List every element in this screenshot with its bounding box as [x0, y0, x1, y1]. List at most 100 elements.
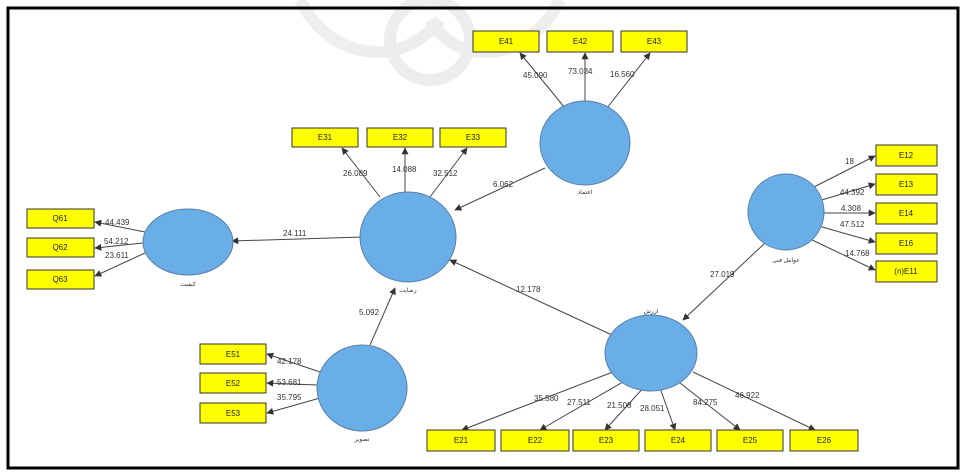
- indicator-label: E25: [743, 436, 758, 445]
- indicator-box[interactable]: [472, 30, 540, 53]
- construct-q[interactable]: [142, 208, 234, 276]
- loading-value: 45.090: [523, 71, 548, 80]
- construct-br[interactable]: [604, 314, 698, 392]
- loading-line: [461, 369, 619, 432]
- indicator-label: Q61: [52, 214, 68, 223]
- indicator-box[interactable]: [546, 30, 614, 53]
- construct-label: عوامل فنی: [772, 257, 799, 264]
- loading-line: [805, 236, 876, 271]
- loading-value: 16.560: [610, 70, 635, 79]
- indicator-box[interactable]: [875, 202, 938, 225]
- loading-line: [606, 52, 651, 109]
- indicator-box[interactable]: [620, 30, 688, 53]
- loading-line: [519, 52, 566, 109]
- loading-line: [429, 147, 468, 198]
- indicator-box[interactable]: [716, 429, 784, 452]
- diagram-frame: [6, 6, 960, 470]
- path-value: 24.111: [283, 229, 307, 238]
- construct-label: تصویر: [354, 437, 370, 443]
- indicator-box[interactable]: [426, 429, 496, 452]
- indicator-label: E26: [817, 436, 832, 445]
- construct-label: ارزش: [644, 308, 659, 315]
- path-value: 12.178: [516, 285, 541, 294]
- loading-line: [814, 182, 876, 203]
- loading-value: 28.051: [640, 404, 665, 413]
- loading-line: [266, 352, 321, 373]
- indicator-box[interactable]: [26, 237, 95, 258]
- loading-line: [266, 397, 321, 415]
- indicator-box[interactable]: [199, 343, 267, 365]
- indicator-box[interactable]: [291, 127, 359, 148]
- path-center-to-q: [231, 236, 364, 245]
- indicator-label: Q63: [52, 275, 68, 284]
- indicator-box[interactable]: [875, 144, 938, 167]
- loading-value: 14.768: [845, 249, 870, 258]
- path-value: 6.062: [493, 180, 514, 189]
- indicator-label: E41: [499, 37, 514, 46]
- indicator-box[interactable]: [789, 429, 859, 452]
- indicator-box[interactable]: [26, 208, 95, 229]
- loading-value: 47.512: [840, 220, 865, 229]
- loading-value: 42.178: [277, 357, 302, 366]
- construct-bl[interactable]: [316, 344, 408, 432]
- path-br-to-center: [449, 259, 613, 336]
- path-right-to-br: [682, 242, 766, 321]
- path-value: 27.019: [710, 270, 735, 279]
- construct-right[interactable]: [747, 173, 825, 251]
- loading-line: [94, 242, 144, 251]
- indicator-label: Q62: [52, 243, 68, 252]
- construct-label: کیفیت: [180, 281, 196, 288]
- loading-value: 14.088: [392, 165, 417, 174]
- indicator-label: E14: [899, 209, 914, 218]
- indicator-box[interactable]: [875, 232, 938, 255]
- loading-value: 44.439: [105, 218, 130, 227]
- construct-center[interactable]: [359, 191, 457, 283]
- loading-value: 4.308: [841, 204, 862, 213]
- indicator-label: E43: [647, 37, 662, 46]
- indicator-box[interactable]: [26, 269, 95, 290]
- construct-label: رضایت: [399, 287, 416, 294]
- loading-value: 84.275: [693, 398, 718, 407]
- path-bl-to-center: [369, 287, 396, 346]
- loading-line: [807, 155, 876, 191]
- loading-line: [659, 387, 677, 431]
- indicator-label: E21: [454, 436, 469, 445]
- path-top-to-center: [454, 167, 546, 211]
- loading-value: 32.512: [433, 169, 458, 178]
- indicator-label: E16: [899, 239, 914, 248]
- indicator-label: (n)E11: [894, 267, 918, 276]
- path-value: 5.092: [359, 308, 380, 317]
- indicator-box[interactable]: [439, 127, 507, 148]
- loading-line: [539, 378, 629, 431]
- loading-value: 73.034: [568, 67, 593, 76]
- loading-value: 46.922: [735, 391, 760, 400]
- construct-top[interactable]: [539, 100, 631, 186]
- indicator-label: E32: [393, 133, 408, 142]
- indicator-label: E33: [466, 133, 481, 142]
- indicator-box[interactable]: [199, 372, 267, 394]
- loading-line: [679, 382, 741, 431]
- indicator-label: E23: [599, 436, 614, 445]
- loading-value: 35.795: [277, 393, 302, 402]
- indicator-label: E51: [226, 350, 241, 359]
- indicator-box[interactable]: [875, 260, 938, 283]
- loading-value: 23.611: [105, 251, 129, 260]
- indicator-box[interactable]: [199, 402, 267, 424]
- indicator-box[interactable]: [500, 429, 570, 452]
- indicator-box[interactable]: [366, 127, 434, 148]
- loading-value: 18: [845, 157, 854, 166]
- loading-value: 35.580: [534, 394, 559, 403]
- loading-value: 44.392: [840, 188, 865, 197]
- loading-value: 26.089: [343, 169, 368, 178]
- indicator-label: E52: [226, 379, 241, 388]
- loading-line: [266, 379, 318, 387]
- indicator-label: E53: [226, 409, 241, 418]
- indicator-label: E24: [671, 436, 686, 445]
- indicator-label: E42: [573, 37, 588, 46]
- indicator-box[interactable]: [644, 429, 712, 452]
- indicator-label: E13: [899, 180, 914, 189]
- indicator-box[interactable]: [875, 173, 938, 196]
- indicator-box[interactable]: [572, 429, 640, 452]
